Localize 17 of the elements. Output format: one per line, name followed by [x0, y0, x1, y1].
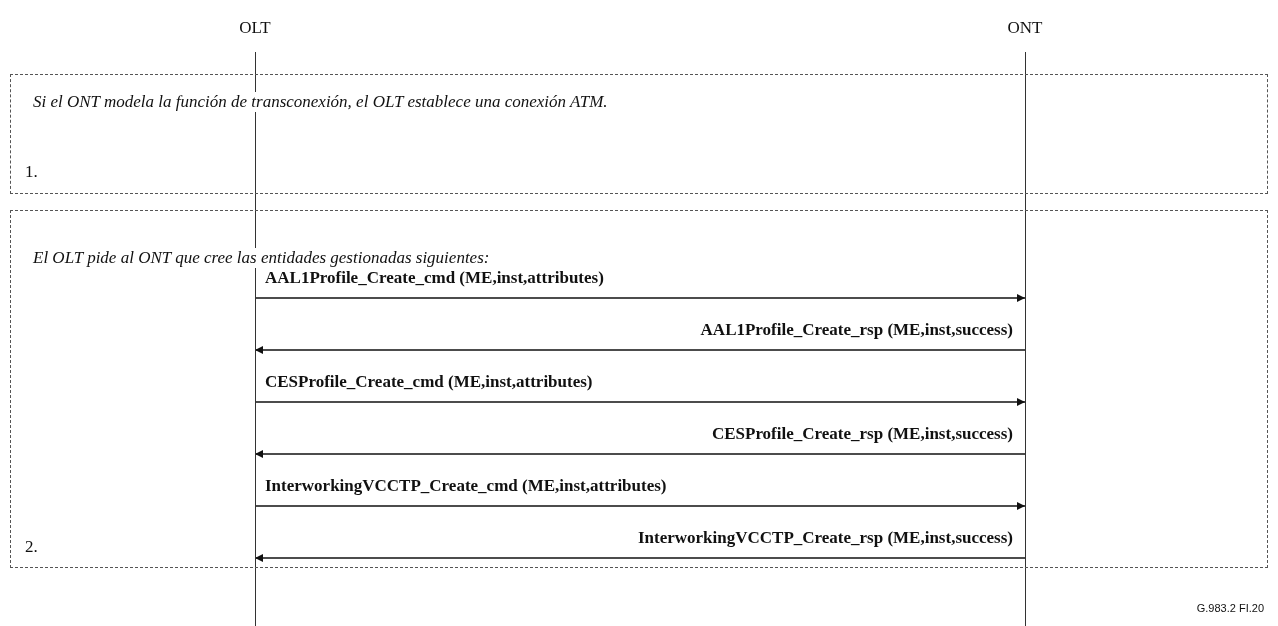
edge-label: InterworkingVCCTP_Create_cmd (ME,inst,attributes) — [265, 476, 667, 496]
edge-label: AAL1Profile_Create_cmd (ME,inst,attributes) — [265, 268, 604, 288]
message-arrow — [254, 346, 1026, 354]
note-text: Si el ONT modela la función de transconexión, el OLT establece una conexión ATM. — [33, 92, 608, 112]
participant-label: ONT — [1007, 18, 1043, 38]
message-arrow — [254, 450, 1026, 458]
edge-label: CESProfile_Create_rsp (ME,inst,success) — [711, 424, 1013, 444]
edge-label: AAL1Profile_Create_rsp (ME,inst,success) — [700, 320, 1013, 340]
edge-label: InterworkingVCCTP_Create_rsp (ME,inst,success) — [637, 528, 1013, 548]
message-arrow — [254, 294, 1026, 302]
message-arrow — [254, 554, 1026, 562]
message-arrow — [254, 398, 1026, 406]
figure-number: G.983.2 FI.20 — [1196, 602, 1264, 614]
note-text: El OLT pide al ONT que cree las entidades gestionadas siguientes: — [33, 248, 490, 268]
message-arrow — [254, 502, 1026, 510]
participant-label: OLT — [239, 18, 271, 38]
edge-label: CESProfile_Create_cmd (ME,inst,attributes) — [265, 372, 593, 392]
